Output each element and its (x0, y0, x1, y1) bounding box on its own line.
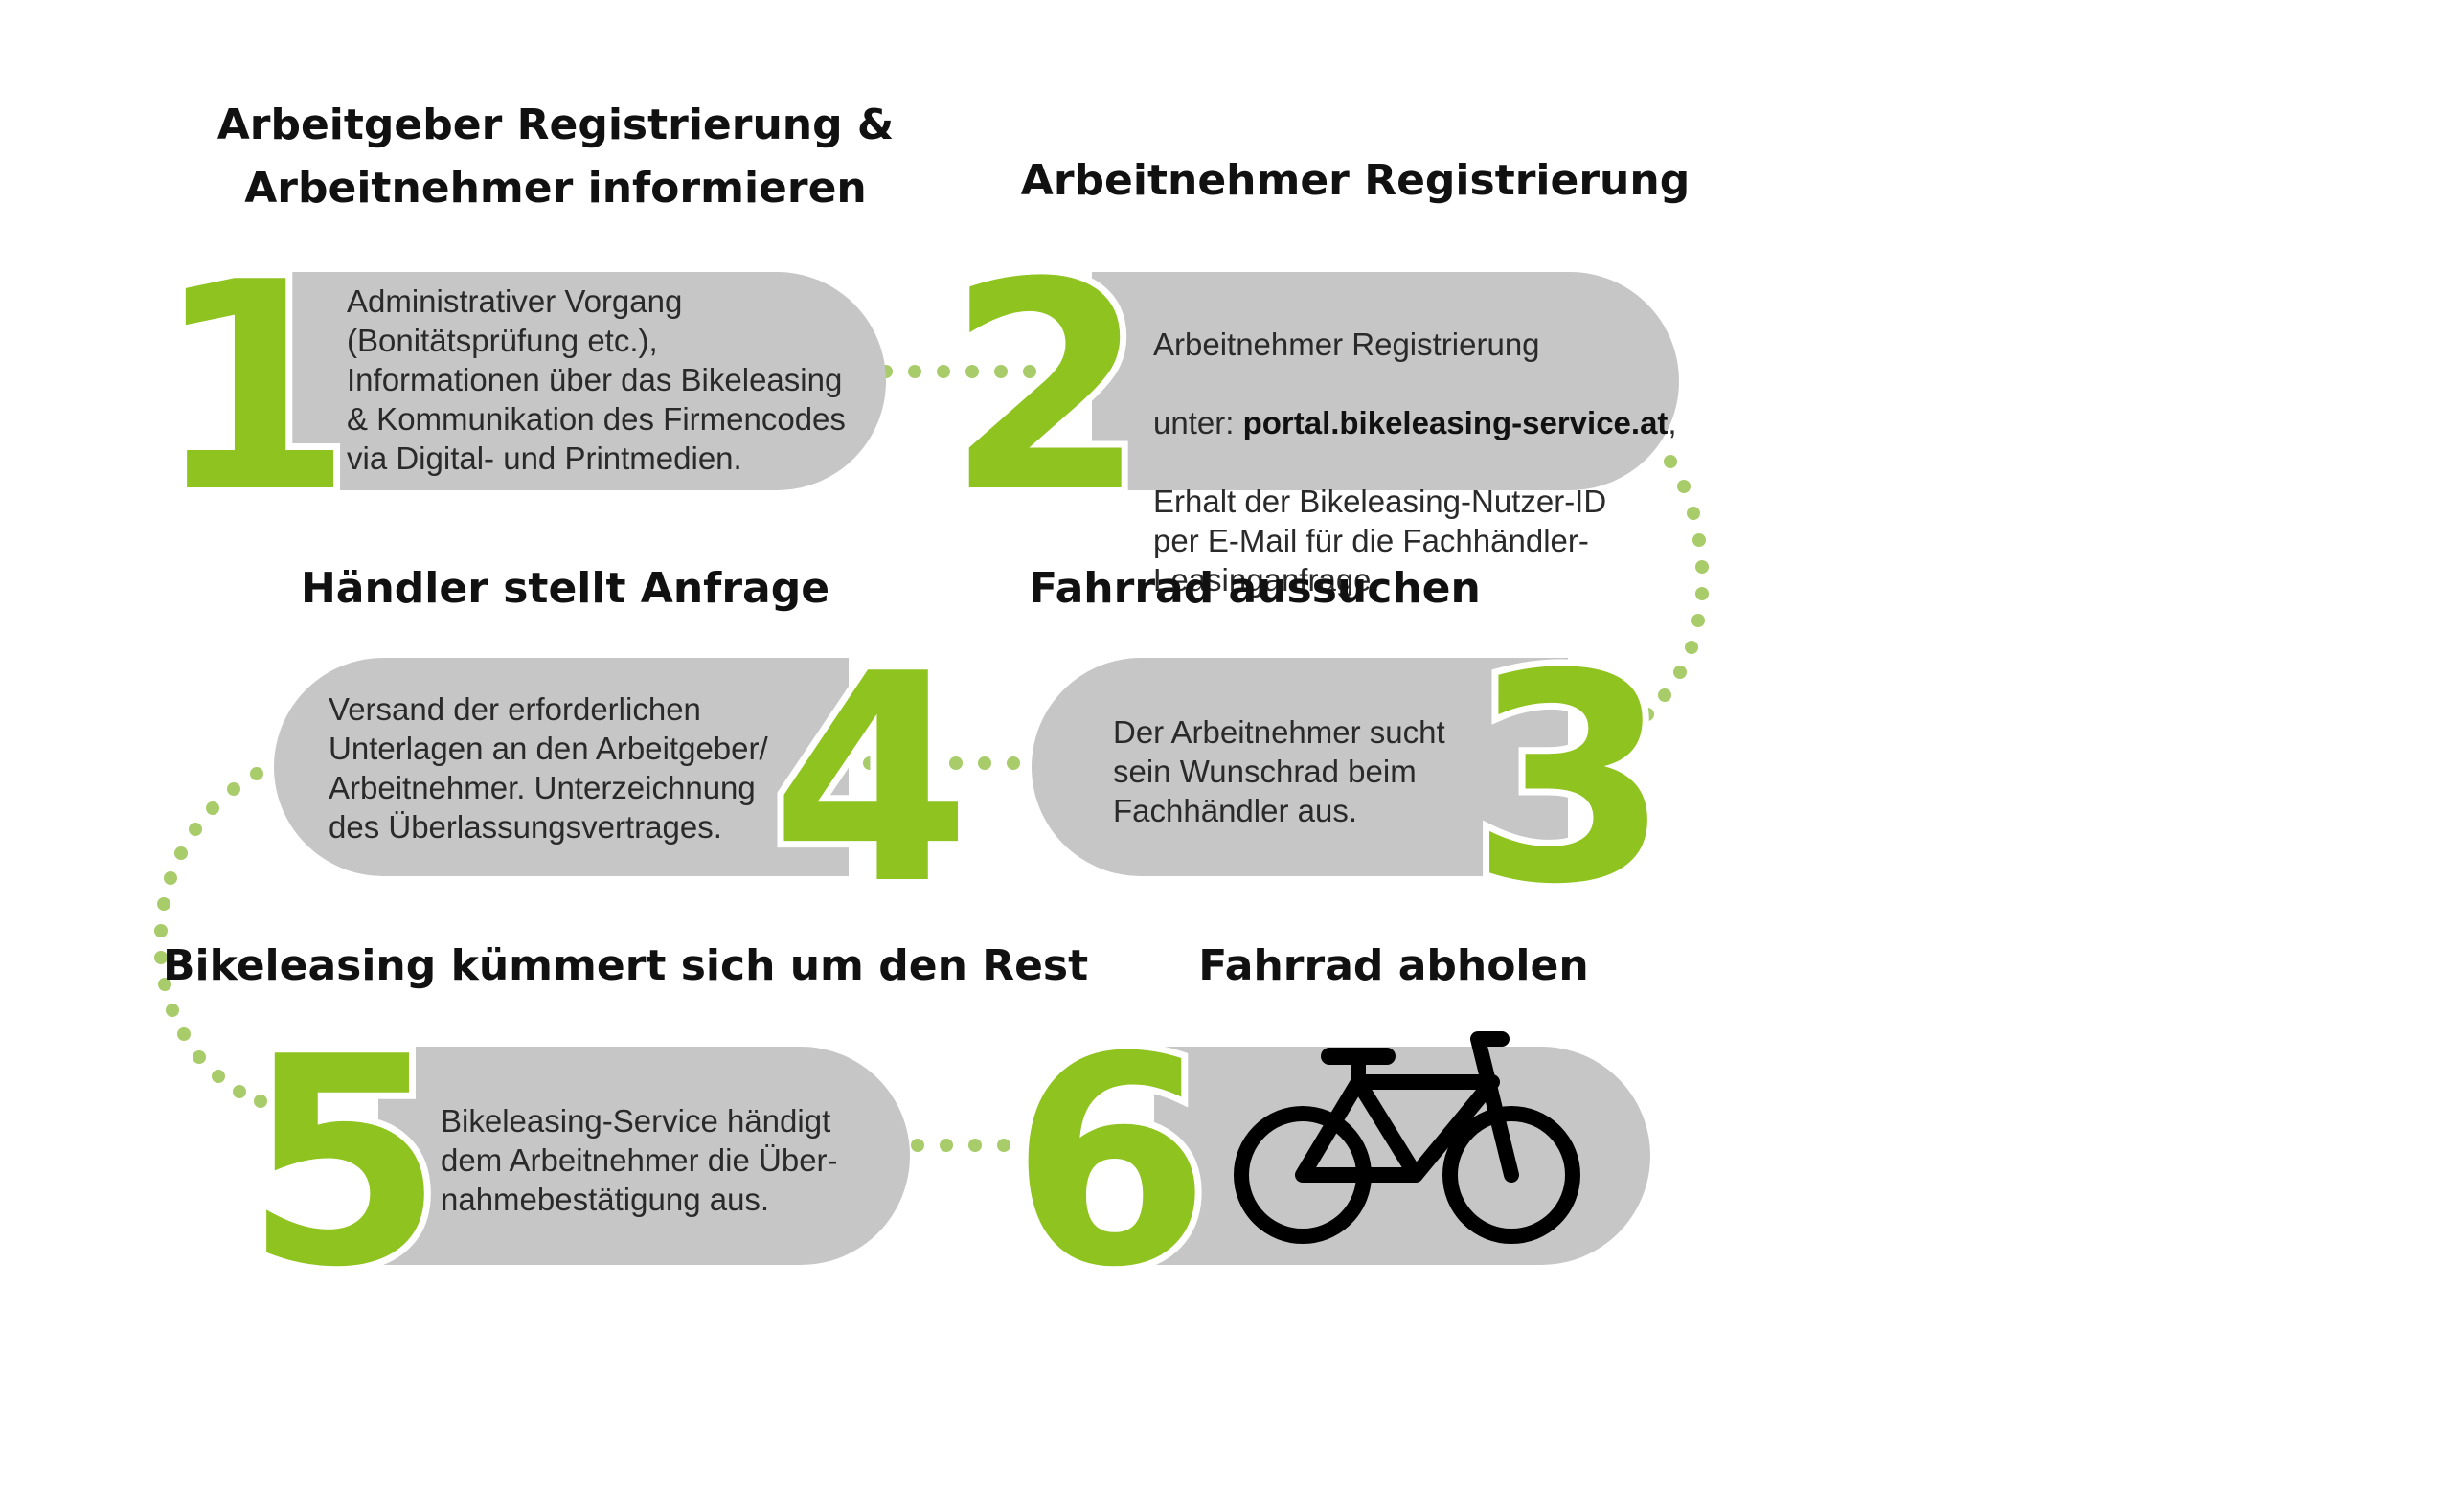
step-1-number: 1 (147, 221, 360, 555)
step-2-number: 2 (940, 221, 1153, 555)
step-2-card (1092, 272, 1679, 490)
bicycle-icon (1234, 1031, 1580, 1244)
step-1-title-line1: Arbeitgeber Registrierung & (216, 101, 895, 149)
connector-5-6 (911, 1139, 1039, 1152)
connector-2-3 (1641, 455, 1709, 721)
step-6-title: Fahrrad abholen (1198, 941, 1589, 990)
step-4-card (274, 658, 849, 876)
step-1-title-line2: Arbeitnehmer informieren (244, 164, 867, 213)
step-5-description: Bikeleasing-Service händigt dem Arbeitne… (441, 1103, 838, 1217)
step-5-number: 5 (238, 996, 451, 1330)
connector-4-5 (154, 767, 267, 1108)
step-2-text-suffix: , (1668, 405, 1677, 440)
step-4-title: Händler stellt Anfrage (300, 564, 830, 613)
step-4-description: Versand der erforderlichen Unterlagen an… (329, 691, 768, 845)
step-2-title: Arbeitnehmer Registrierung (1020, 156, 1691, 205)
step-5-title: Bikeleasing kümmert sich um den Rest (163, 941, 1089, 990)
step-3-description: Der Arbeitnehmer sucht sein Wunschrad be… (1113, 714, 1445, 828)
step-3-title: Fahrrad aussuchen (1029, 564, 1481, 613)
step-4-number: 4 (764, 613, 978, 947)
step-3-card (1032, 658, 1568, 876)
step-3-number: 3 (1464, 613, 1677, 947)
step-2-description: Arbeitnehmer Registrierung unter: portal… (1153, 285, 1690, 639)
step-1-card (283, 272, 886, 490)
step-2-text-line1: Arbeitnehmer Registrierung (1153, 327, 1540, 362)
step-6-number: 6 (1004, 996, 1217, 1330)
portal-link[interactable]: portal.bikeleasing-service.at (1242, 405, 1669, 440)
step-2-text-rest: Erhalt der Bikeleasing-Nutzer-ID per E-M… (1153, 484, 1607, 598)
step-2-text-line2: unter: portal.bikeleasing-service.at, (1153, 403, 1690, 442)
step-1-description: Administrativer Vorgang (Bonitätsprüfung… (347, 283, 846, 476)
step-2-text-prefix: unter: (1153, 405, 1243, 440)
step-1-title: Arbeitgeber Registrierung & Arbeitnehmer… (172, 94, 939, 220)
step-5-card (378, 1047, 910, 1265)
